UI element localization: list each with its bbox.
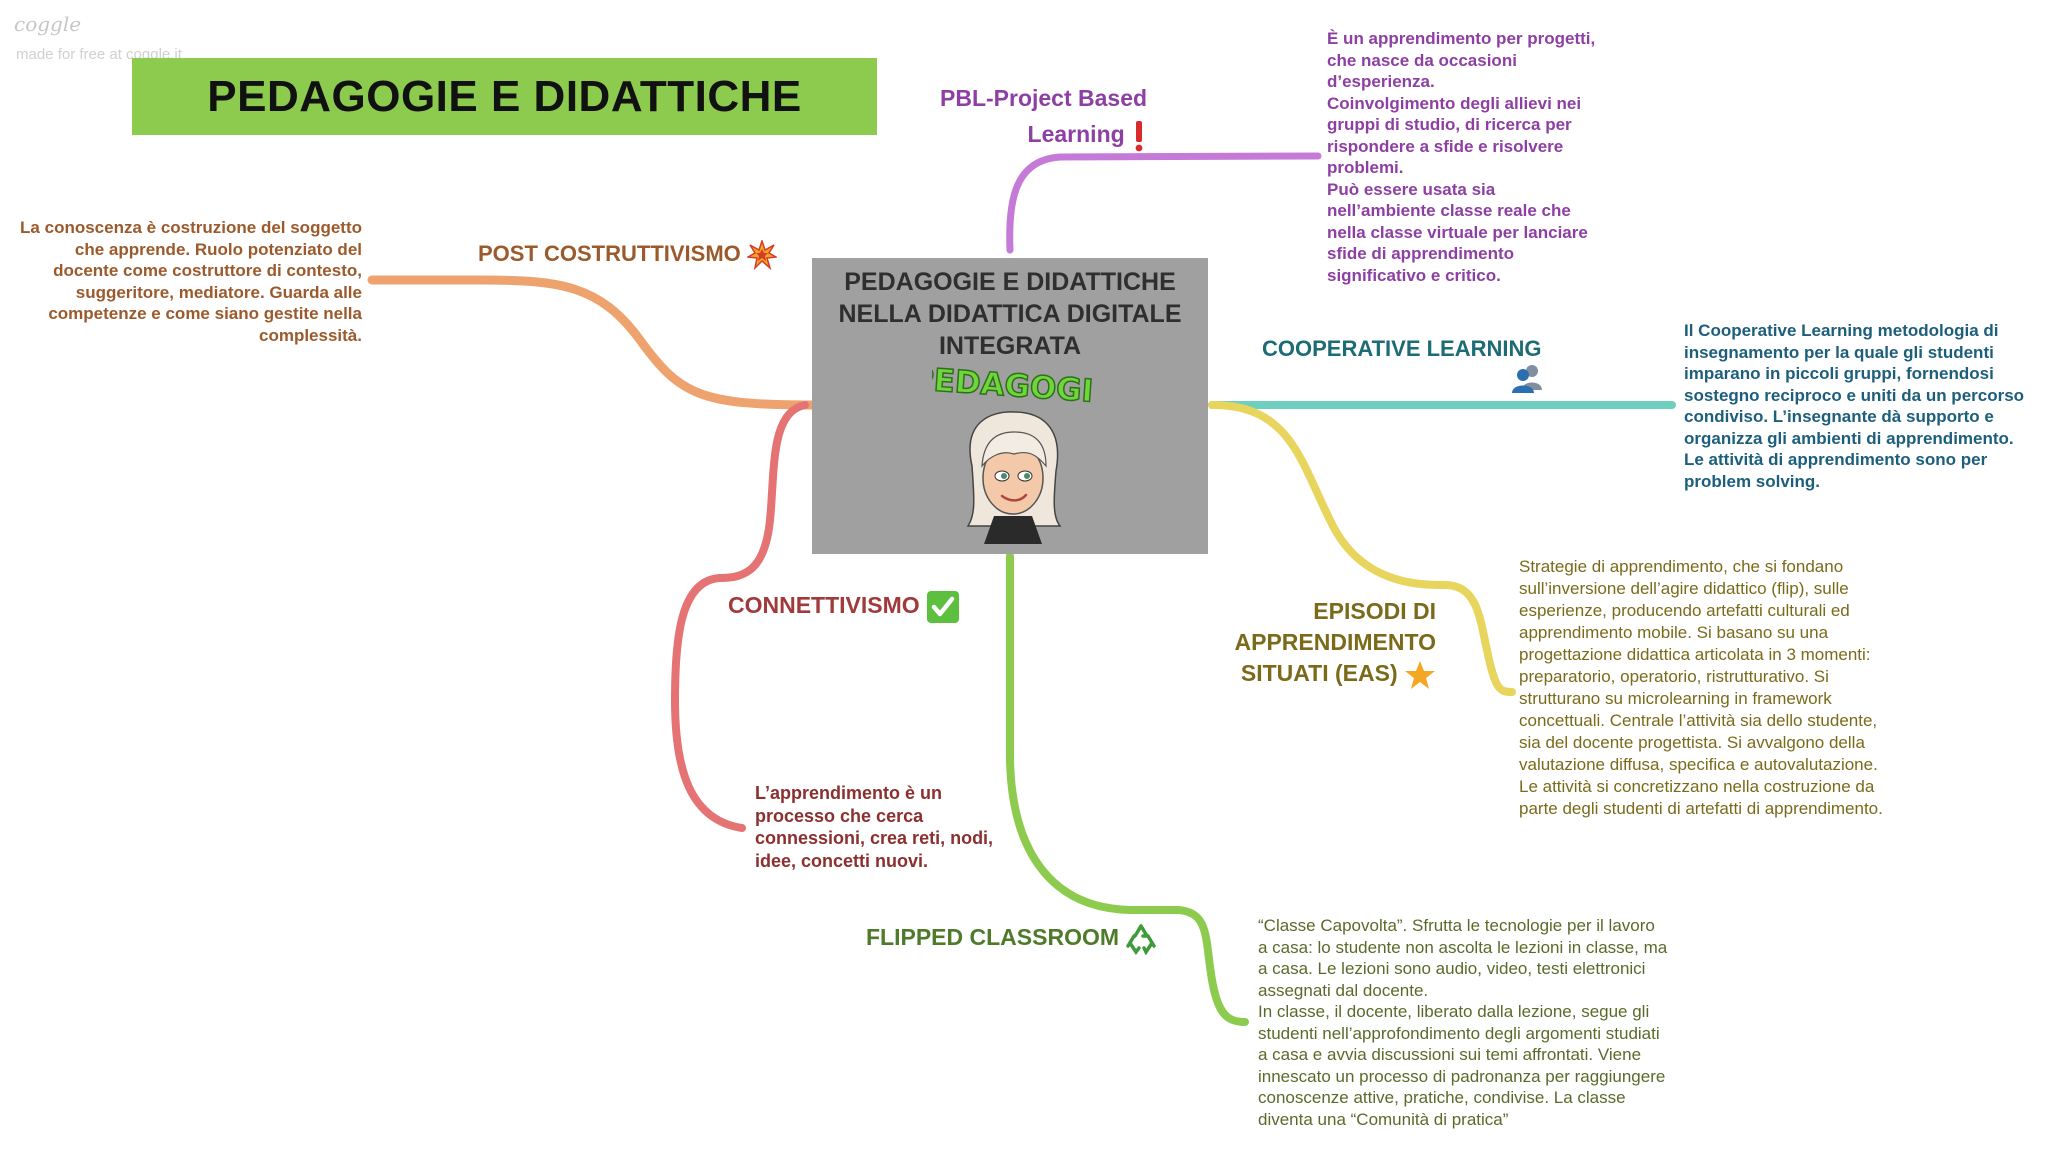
description-line: che nasce da occasioni bbox=[1327, 50, 1517, 70]
pedagogie-sticker-text: PEDAGOGIE bbox=[932, 366, 1092, 411]
description-line: concettuali. Centrale l’attività sia del… bbox=[1519, 711, 1878, 730]
node-cooperative-learning[interactable]: COOPERATIVE LEARNING bbox=[1262, 336, 1542, 362]
description-line: diventa una “Comunità di pratica” bbox=[1258, 1109, 1509, 1129]
recycle-icon bbox=[1126, 924, 1157, 955]
node-eas-description: Strategie di apprendimento, che si fonda… bbox=[1519, 556, 1883, 820]
node-pbl[interactable]: PBL-Project Based Learning bbox=[940, 80, 1147, 153]
description-line: rispondere a sfide e risolvere bbox=[1327, 136, 1564, 156]
description-line: “Classe Capovolta”. Sfrutta le tecnologi… bbox=[1258, 916, 1655, 935]
page-title-banner: PEDAGOGIE E DIDATTICHE bbox=[132, 58, 877, 135]
node-flipped-classroom[interactable]: FLIPPED CLASSROOM bbox=[866, 923, 1157, 955]
description-line: imparano in piccoli gruppi, fornendosi bbox=[1684, 364, 1994, 383]
description-line: parte degli studenti di artefatti di app… bbox=[1519, 799, 1883, 818]
node-flipped-label: FLIPPED CLASSROOM bbox=[866, 924, 1120, 951]
pedagogie-avatar-sticker: PEDAGOGIE bbox=[932, 366, 1092, 544]
description-line: sfide di apprendimento bbox=[1327, 244, 1515, 263]
central-node[interactable]: PEDAGOGIE E DIDATTICHE NELLA DIDATTICA D… bbox=[812, 258, 1208, 554]
description-line: a casa e avvia discussioni sui temi affr… bbox=[1258, 1045, 1642, 1064]
node-eas-label-line: EPISODI DI bbox=[1313, 598, 1436, 624]
description-line: problemi. bbox=[1327, 158, 1404, 177]
description-line: Strategie di apprendimento, che si fonda… bbox=[1519, 557, 1844, 576]
people-icon bbox=[1512, 365, 1542, 393]
branch-line-eas bbox=[1208, 401, 1516, 696]
central-title-line: NELLA DIDATTICA DIGITALE bbox=[838, 300, 1182, 328]
node-cooperative-description: Il Cooperative Learning metodologia di i… bbox=[1684, 320, 2024, 492]
description-line: idee, concetti nuovi. bbox=[755, 850, 929, 871]
description-line: organizza gli ambienti di apprendimento. bbox=[1684, 428, 2014, 448]
node-connettivismo-label: CONNETTIVISMO bbox=[728, 592, 920, 619]
description-line: a casa: lo studente non ascolta le lezio… bbox=[1258, 937, 1668, 957]
description-line: Può essere usata sia bbox=[1327, 179, 1496, 199]
node-pbl-label-line: PBL-Project Based bbox=[940, 85, 1148, 111]
description-line: L’apprendimento è un bbox=[755, 783, 943, 803]
description-line: In classe, il docente, liberato dalla le… bbox=[1258, 1002, 1650, 1021]
central-node-title: PEDAGOGIE E DIDATTICHE NELLA DIDATTICA D… bbox=[822, 266, 1198, 362]
node-flipped-description: “Classe Capovolta”. Sfrutta le tecnologi… bbox=[1258, 915, 1667, 1130]
description-line: preparatorio, operatorio, ristrutturativ… bbox=[1519, 667, 1829, 686]
exclamation-icon bbox=[1135, 120, 1143, 152]
description-line: significativo e critico. bbox=[1327, 265, 1501, 285]
description-line: valutazione diffusa, specifica e autoval… bbox=[1519, 755, 1878, 774]
description-line: progettazione didattica articolata in 3 … bbox=[1519, 645, 1871, 664]
description-line: condiviso. L’insegnante dà supporto e bbox=[1684, 407, 1994, 426]
description-line: suggeritore, mediatore. Guarda alle bbox=[75, 282, 362, 302]
description-line: Le attività si concretizzano nella costr… bbox=[1519, 777, 1875, 796]
node-pbl-description: È un apprendimento per progetti, che nas… bbox=[1327, 28, 1595, 286]
description-line: nella classe virtuale per lanciare bbox=[1327, 222, 1588, 242]
branch-line-connettivismo bbox=[670, 401, 809, 832]
page-title: PEDAGOGIE E DIDATTICHE bbox=[207, 71, 802, 121]
description-line: apprendimento mobile. Si basano su una bbox=[1519, 623, 1829, 642]
node-connettivismo[interactable]: CONNETTIVISMO bbox=[728, 590, 960, 624]
description-line: docente come costruttore di contesto, bbox=[53, 261, 362, 280]
description-line: problem solving. bbox=[1684, 471, 1821, 491]
description-line: sia del docente progettista. Si avvalgon… bbox=[1519, 733, 1865, 752]
description-line: Il Cooperative Learning metodologia di bbox=[1684, 321, 1999, 340]
description-line: innescato un processo di padronanza per … bbox=[1258, 1066, 1666, 1086]
node-eas[interactable]: EPISODI DI APPRENDIMENTO SITUATI (EAS) bbox=[1234, 596, 1437, 691]
description-line: sostegno reciproco e uniti da un percors… bbox=[1684, 385, 2025, 405]
node-post-costruttivismo[interactable]: POST COSTRUTTIVISMO bbox=[478, 240, 777, 270]
description-line: sull’inversione dell’agire didattico (fl… bbox=[1519, 579, 1849, 598]
node-connettivismo-description: L’apprendimento è un processo che cerca … bbox=[755, 782, 993, 872]
node-eas-label-line: APPRENDIMENTO bbox=[1234, 629, 1437, 655]
node-post-costruttivismo-description: La conoscenza è costruzione del soggetto… bbox=[0, 217, 362, 346]
branch-line-post-costruttivismo bbox=[367, 275, 817, 410]
brand-logo[interactable]: coggle bbox=[14, 12, 82, 36]
description-line: gruppi di studio, di ricerca per bbox=[1327, 115, 1572, 134]
branch-line-pbl bbox=[1006, 152, 1322, 254]
description-line: a casa. Le lezioni sono audio, video, te… bbox=[1258, 959, 1646, 978]
node-post-costruttivismo-label: POST COSTRUTTIVISMO bbox=[478, 240, 741, 266]
check-icon bbox=[927, 591, 960, 623]
description-line: assegnati dal docente. bbox=[1258, 980, 1429, 1000]
description-line: insegnamento per la quale gli studenti bbox=[1684, 342, 1994, 362]
central-title-line: PEDAGOGIE E DIDATTICHE bbox=[844, 268, 1176, 296]
description-line: che apprende. Ruolo potenziato del bbox=[74, 239, 362, 259]
node-cooperative-label: COOPERATIVE LEARNING bbox=[1262, 336, 1542, 361]
description-line: La conoscenza è costruzione del soggetto bbox=[20, 218, 362, 237]
description-line: d’esperienza. bbox=[1327, 72, 1435, 91]
description-line: È un apprendimento per progetti, bbox=[1327, 29, 1596, 48]
node-pbl-label-line: Learning bbox=[1027, 121, 1125, 147]
branch-line-flipped bbox=[1006, 552, 1249, 1026]
description-line: competenze e come siano gestite nella bbox=[48, 304, 362, 323]
description-line: conoscenze attive, pratiche, condivise. … bbox=[1258, 1088, 1626, 1107]
description-line: Le attività di apprendimento sono per bbox=[1684, 450, 1988, 469]
description-line: nell’ambiente classe reale che bbox=[1327, 201, 1571, 220]
node-eas-label-line: SITUATI (EAS) bbox=[1240, 660, 1398, 686]
description-line: processo che cerca bbox=[755, 805, 924, 826]
description-line: esperienze, producendo artefatti cultura… bbox=[1519, 601, 1850, 620]
description-line: strutturano su microlearning in framewor… bbox=[1519, 689, 1832, 708]
central-title-line: INTEGRATA bbox=[938, 332, 1082, 360]
description-line: Coinvolgimento degli allievi nei bbox=[1327, 93, 1582, 113]
star-icon bbox=[1405, 660, 1435, 689]
explosion-icon bbox=[746, 240, 777, 270]
description-line: connessioni, crea reti, nodi, bbox=[755, 828, 994, 848]
description-line: complessità. bbox=[259, 325, 362, 345]
description-line: studenti nell’approfondimento degli argo… bbox=[1258, 1023, 1660, 1043]
